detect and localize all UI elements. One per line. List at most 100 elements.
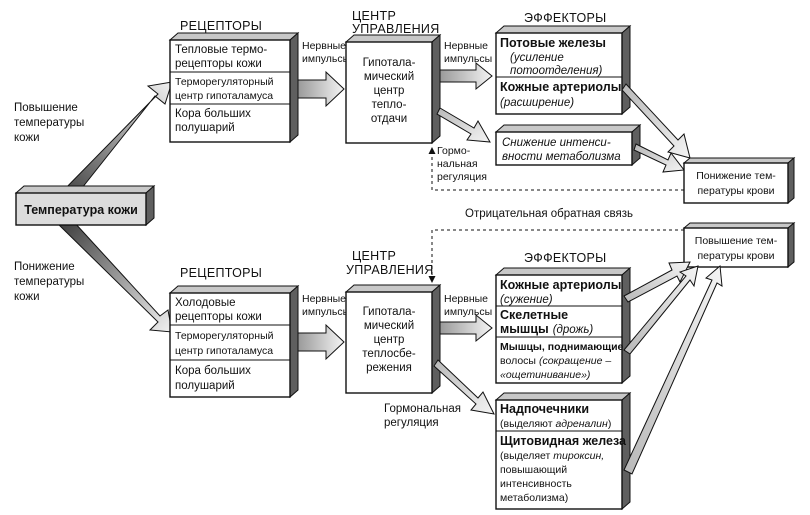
center-header-top: ЦЕНТР УПРАВЛЕНИЯ (352, 9, 440, 36)
nerve-label-bottom-1: Нервные импульсы (302, 293, 350, 318)
glands-box-bottom: Надпочечники (выделяют адреналин) Щитови… (494, 391, 632, 511)
arrow-effectors2-to-result-bottom (623, 265, 699, 355)
svg-text:Гипотала-: Гипотала- (363, 306, 416, 318)
svg-text:Гормональная: Гормональная (384, 403, 461, 415)
arrow-effectors-to-result-bottom (623, 261, 691, 303)
svg-text:метаболизма): метаболизма) (500, 492, 568, 504)
svg-text:Тепловые термо-: Тепловые термо- (175, 44, 267, 56)
svg-text:Терморегуляторный: Терморегуляторный (175, 76, 274, 88)
svg-text:повышающий: повышающий (500, 464, 567, 476)
svg-text:(сужение): (сужение) (500, 294, 553, 306)
svg-text:регуляция: регуляция (437, 171, 487, 183)
svg-text:мический: мический (364, 71, 414, 83)
svg-text:мический: мический (364, 320, 414, 332)
svg-text:режения: режения (366, 362, 412, 374)
effectors-header-top: ЭФФЕКТОРЫ (524, 11, 607, 25)
nerve-label-top-1: Нервные импульсы (302, 40, 350, 65)
svg-text:Понижение тем-: Понижение тем- (696, 170, 776, 182)
svg-text:(выделяют адреналин): (выделяют адреналин) (500, 418, 611, 430)
svg-text:интенсивность: интенсивность (500, 478, 572, 490)
svg-text:УПРАВЛЕНИЯ: УПРАВЛЕНИЯ (346, 263, 434, 277)
svg-text:температуры: температуры (14, 117, 84, 129)
effectors-box-top: Потовые железы (усиление потоотделения) … (494, 24, 632, 116)
effectors-box-bottom: Кожные артериолы (сужение) Скелетные мыш… (494, 266, 632, 385)
svg-text:импульсы: импульсы (302, 306, 350, 318)
arrow-center-to-glands-bottom (433, 359, 495, 415)
svg-text:Щитовидная железа: Щитовидная железа (500, 434, 627, 448)
arrow-center-to-effectors-bottom (439, 313, 493, 343)
receptors-header-top: РЕЦЕПТОРЫ (180, 19, 262, 33)
svg-text:центр: центр (374, 334, 405, 346)
arrow-up-to-receptors (54, 81, 173, 199)
feedback-line-bottom (428, 229, 684, 283)
svg-text:мышцы(дрожь): мышцы(дрожь) (500, 322, 593, 336)
trigger-bottom: Понижение температуры кожи (14, 261, 84, 303)
svg-text:Потовые железы: Потовые железы (500, 36, 606, 50)
svg-text:Кожные артериолы: Кожные артериолы (500, 278, 621, 292)
svg-text:Гормо-: Гормо- (437, 145, 471, 157)
svg-text:ЦЕНТР: ЦЕНТР (352, 9, 396, 23)
svg-text:кожи: кожи (14, 291, 40, 303)
svg-text:регуляция: регуляция (384, 417, 439, 429)
trigger-top: Повышение температуры кожи (14, 102, 84, 144)
feedback-line-top (428, 147, 684, 191)
svg-text:нальная: нальная (437, 158, 478, 170)
svg-text:Гипотала-: Гипотала- (363, 57, 416, 69)
svg-text:УПРАВЛЕНИЯ: УПРАВЛЕНИЯ (352, 22, 440, 36)
svg-text:импульсы: импульсы (444, 53, 492, 65)
arrow-metabolism-to-result-top (633, 143, 685, 173)
svg-text:рецепторы кожи: рецепторы кожи (175, 311, 262, 323)
center-box-top: Гипотала- мический центр тепло- отдачи (344, 33, 442, 145)
feedback-label: Отрицательная обратная связь (465, 208, 633, 220)
svg-text:Повышение: Повышение (14, 102, 78, 114)
svg-text:ЦЕНТР: ЦЕНТР (352, 249, 396, 263)
svg-text:кожи: кожи (14, 132, 40, 144)
svg-text:отдачи: отдачи (371, 113, 407, 125)
svg-text:Кора больших: Кора больших (175, 108, 251, 120)
result-box-bottom: Повышение тем- пературы крови (682, 221, 796, 269)
svg-text:Снижение интенси-: Снижение интенси- (502, 137, 611, 149)
root-box: Температура кожи (14, 184, 156, 227)
effectors-header-bottom: ЭФФЕКТОРЫ (524, 251, 607, 265)
center-header-bottom: ЦЕНТР УПРАВЛЕНИЯ (346, 249, 434, 277)
svg-text:Кора больших: Кора больших (175, 365, 251, 377)
svg-text:(усиление: (усиление (510, 52, 564, 64)
root-label: Температура кожи (24, 203, 138, 217)
arrow-receptors-to-center-bottom (297, 323, 345, 361)
svg-text:Нервные: Нервные (444, 293, 488, 305)
svg-text:пературы крови: пературы крови (697, 185, 774, 197)
svg-text:Нервные: Нервные (302, 293, 346, 305)
svg-text:(расширение): (расширение) (500, 97, 574, 109)
svg-text:Холодовые: Холодовые (175, 297, 236, 309)
svg-text:импульсы: импульсы (444, 306, 492, 318)
svg-text:волосы(сокращение –: волосы(сокращение – (500, 355, 611, 367)
svg-text:температуры: температуры (14, 276, 84, 288)
svg-text:Кожные артериолы: Кожные артериолы (500, 80, 621, 94)
result-box-top: Понижение тем- пературы крови (682, 156, 796, 205)
receptors-header-bottom: РЕЦЕПТОРЫ (180, 266, 262, 280)
svg-text:Скелетные: Скелетные (500, 308, 568, 322)
svg-text:центр гипоталамуса: центр гипоталамуса (175, 345, 273, 357)
svg-text:Нервные: Нервные (444, 40, 488, 52)
svg-text:рецепторы кожи: рецепторы кожи (175, 58, 262, 70)
arrow-center-to-effectors-top (439, 61, 493, 91)
metabolism-box-top: Снижение интенси- вности метаболизма (494, 123, 642, 167)
arrow-effectors-to-result-top (621, 83, 691, 159)
nerve-label-top-2: Нервные импульсы (444, 40, 492, 65)
svg-text:полушарий: полушарий (175, 380, 235, 392)
receptors-box-bottom: Холодовые рецепторы кожи Терморегуляторн… (168, 284, 300, 399)
svg-text:Повышение тем-: Повышение тем- (695, 235, 778, 247)
svg-text:(выделяет тироксин,: (выделяет тироксин, (500, 450, 604, 462)
svg-text:импульсы: импульсы (302, 53, 350, 65)
svg-text:Нервные: Нервные (302, 40, 346, 52)
svg-text:полушарий: полушарий (175, 122, 235, 134)
svg-text:пературы крови: пературы крови (697, 250, 774, 262)
svg-text:потоотделения): потоотделения) (510, 65, 603, 77)
svg-text:теплосбе-: теплосбе- (362, 348, 416, 360)
svg-text:тепло-: тепло- (372, 99, 407, 111)
center-box-bottom: Гипотала- мический центр теплосбе- режен… (344, 283, 442, 395)
svg-text:центр гипоталамуса: центр гипоталамуса (175, 90, 273, 102)
svg-text:Понижение: Понижение (14, 261, 75, 273)
